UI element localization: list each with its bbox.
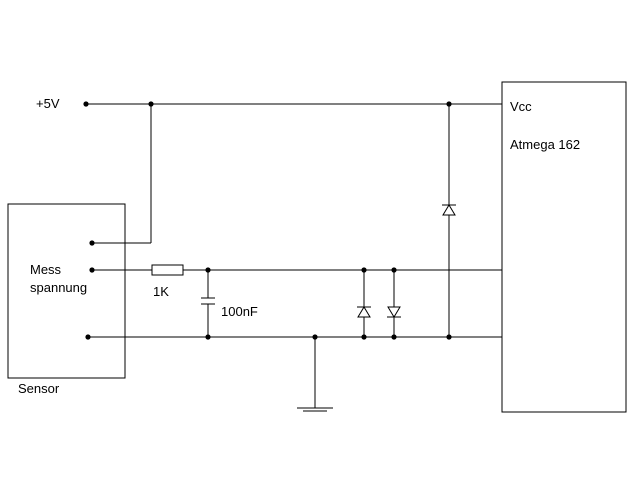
junction-dot: [391, 267, 397, 273]
sensor-input-label-line1: Mess: [30, 262, 62, 277]
junction-dot: [148, 101, 154, 107]
junction-dot: [205, 334, 211, 340]
mcu-label: Atmega 162: [510, 137, 581, 152]
junction-dot: [391, 334, 397, 340]
junction-dot: [361, 334, 367, 340]
atmega-box: [501, 81, 627, 413]
junction-dot: [205, 267, 211, 273]
junction-dot: [89, 240, 95, 246]
diode-right-signal: [387, 306, 401, 318]
junction-dot: [446, 101, 452, 107]
diode-left-signal: [357, 306, 371, 318]
diode-top-vcc: [442, 204, 456, 216]
sensor-name-label: Sensor: [18, 381, 60, 396]
vcc-label: Vcc: [510, 99, 532, 114]
junction-dot: [85, 334, 91, 340]
sensor-box: [7, 203, 126, 379]
junction-dot: [83, 101, 89, 107]
junction-dot: [446, 334, 452, 340]
sensor-input-label-line2: spannung: [30, 280, 88, 295]
resistor-symbol: [151, 264, 184, 276]
junction-dot: [361, 267, 367, 273]
junction-dot: [312, 334, 318, 340]
junction-dot: [89, 267, 95, 273]
resistor-value-label: 1K: [153, 284, 169, 299]
capacitor-value-label: 100nF: [221, 304, 258, 319]
supply-label: +5V: [36, 96, 60, 111]
